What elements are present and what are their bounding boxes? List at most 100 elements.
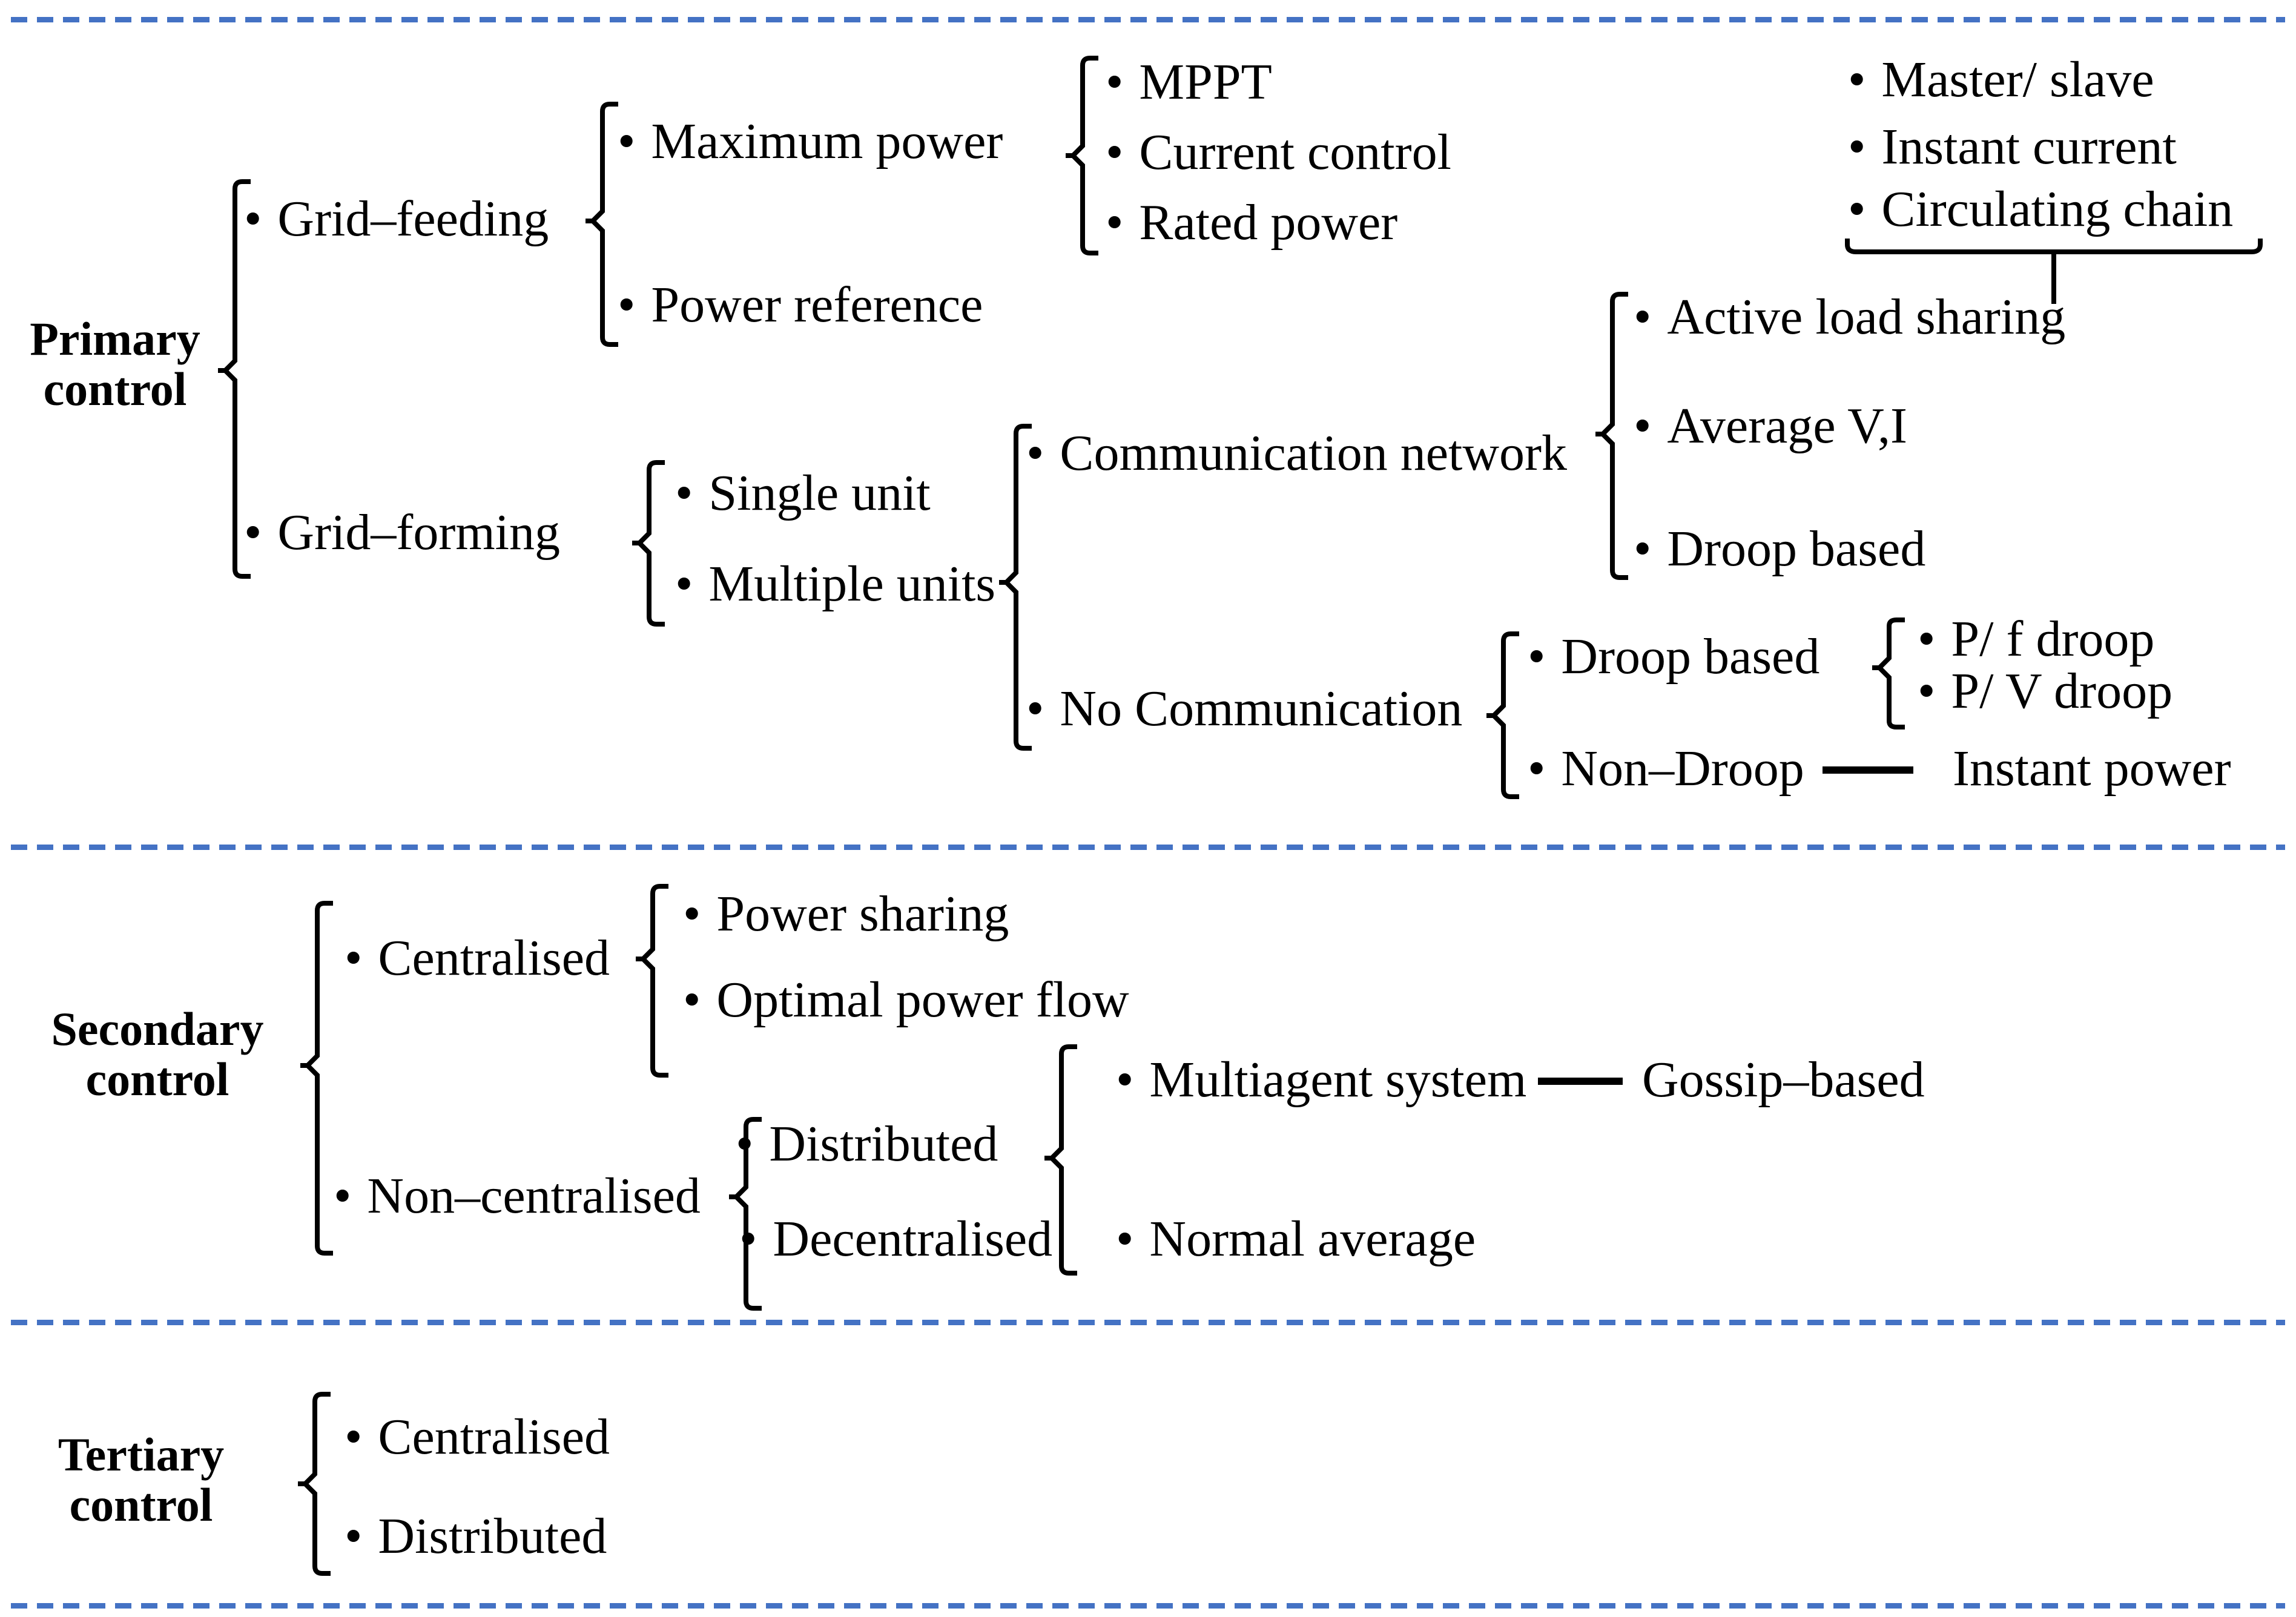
node-centralised-secondary-label: Centralised [378, 930, 610, 986]
node-single-unit-label: Single unit [708, 465, 931, 521]
node-maximum-power-label: Maximum power [651, 113, 1003, 170]
node-average-vi: • Average V,I [1634, 398, 1907, 454]
brace-multiple-units-children [999, 424, 1032, 751]
section-label-tertiary: Tertiary control [58, 1428, 225, 1532]
node-grid-forming-label: Grid–forming [277, 504, 561, 561]
brace-droop-based-children [1872, 617, 1905, 729]
node-instant-power-label: Instant power [1953, 740, 2231, 797]
node-rated-power-label: Rated power [1139, 194, 1398, 251]
node-non-droop-label: Non–Droop [1561, 740, 1804, 797]
section-label-primary: Primary control [30, 312, 200, 416]
bullet-icon: • [1106, 194, 1124, 251]
section-label-secondary: Secondary control [51, 1003, 264, 1106]
bullet-icon: • [618, 113, 636, 170]
node-optimal-power-flow-label: Optimal power flow [716, 972, 1129, 1028]
node-grid-forming: • Grid–forming [244, 506, 560, 559]
node-active-load-sharing-label: Active load sharing [1667, 289, 2066, 345]
bullet-icon: • [244, 191, 262, 247]
underbrace-communication-methods [1845, 239, 2263, 304]
node-centralised-tertiary: • Centralised [345, 1409, 610, 1465]
node-instant-current: • Instant current [1848, 120, 2177, 174]
node-multiple-units: •Multiple units [675, 556, 996, 612]
node-non-droop: •Non–Droop [1528, 742, 1804, 795]
node-mppt: •MPPT [1106, 54, 1272, 110]
node-multiple-units-label: Multiple units [708, 556, 996, 612]
node-non-centralised-label: Non–centralised [367, 1168, 701, 1224]
node-distributed-tertiary: • Distributed [345, 1508, 607, 1564]
bullet-icon: • [1918, 611, 1936, 667]
bullet-icon: • [345, 1508, 363, 1564]
node-no-communication: •No Communication [1026, 682, 1462, 736]
bullet-icon: • [1106, 54, 1124, 110]
node-droop-based-sharing-label: Droop based [1667, 521, 1926, 577]
brace-secondary-children [300, 901, 333, 1256]
bullet-icon: • [1634, 398, 1652, 454]
brace-grid-forming-children [632, 460, 665, 627]
brace-no-communication-children [1486, 631, 1519, 799]
node-communication-network: • Communication network [1026, 425, 1567, 481]
bullet-icon: • [1026, 425, 1044, 481]
brace-grid-feeding-children [586, 102, 618, 347]
node-centralised-secondary: • Centralised [345, 930, 610, 986]
node-normal-average-label: Normal average [1149, 1211, 1476, 1267]
node-decentralised-label: Decentralised [773, 1211, 1053, 1267]
brace-non-centralised-children [729, 1117, 762, 1311]
brace-centralised-children [636, 884, 668, 1078]
bullet-icon: • [244, 504, 262, 561]
node-droop-based-sharing: • Droop based [1634, 522, 1925, 576]
node-pv-droop: • P/ V droop [1918, 663, 2173, 719]
bullet-icon: • [1848, 51, 1866, 108]
brace-communication-network-children [1595, 292, 1628, 580]
bullet-icon: • [1848, 119, 1866, 175]
node-multiagent-system: • Multiagent system [1116, 1053, 1526, 1107]
node-centralised-tertiary-label: Centralised [378, 1409, 610, 1465]
node-droop-based-label: Droop based [1561, 628, 1820, 685]
node-instant-power: Instant power [1953, 742, 2231, 795]
node-current-control: • Current control [1106, 124, 1451, 180]
brace-primary-children [218, 179, 251, 579]
node-pv-droop-label: P/ V droop [1951, 663, 2173, 719]
node-distributed-secondary: • Distributed [736, 1116, 998, 1172]
node-droop-based: •Droop based [1528, 630, 1819, 683]
node-average-vi-label: Average V,I [1667, 398, 1907, 454]
node-gossip-based-label: Gossip–based [1642, 1052, 1925, 1108]
separator-dashed-secondary-tertiary [11, 1320, 2285, 1325]
node-active-load-sharing: • Active load sharing [1634, 289, 2066, 345]
node-circulating-chain-label: Circulating chain [1881, 181, 2234, 237]
node-power-reference: •Power reference [618, 278, 983, 332]
brace-maximum-power-children [1066, 56, 1098, 255]
bullet-icon: • [1116, 1211, 1134, 1267]
bullet-icon: • [1848, 181, 1866, 237]
node-communication-network-label: Communication network [1060, 425, 1567, 481]
bullet-icon: • [1634, 521, 1652, 577]
node-rated-power: • Rated power [1106, 196, 1397, 249]
bullet-icon: • [334, 1168, 352, 1224]
bullet-icon: • [739, 1211, 757, 1267]
node-distributed-tertiary-label: Distributed [378, 1508, 607, 1564]
node-distributed-secondary-label: Distributed [769, 1116, 998, 1172]
node-single-unit: •Single unit [675, 465, 931, 521]
separator-dashed-primary-secondary [11, 845, 2285, 850]
bullet-icon: • [736, 1116, 754, 1172]
node-power-sharing-label: Power sharing [716, 886, 1009, 942]
node-gossip-based: Gossip–based [1642, 1053, 1925, 1107]
bullet-icon: • [345, 1409, 363, 1465]
node-pf-droop-label: P/ f droop [1951, 611, 2155, 667]
node-instant-current-label: Instant current [1881, 119, 2177, 175]
node-grid-feeding-label: Grid–feeding [277, 191, 549, 247]
node-decentralised: • Decentralised [739, 1211, 1053, 1267]
bullet-icon: • [1116, 1052, 1134, 1108]
node-no-communication-label: No Communication [1060, 680, 1463, 737]
node-multiagent-system-label: Multiagent system [1149, 1052, 1527, 1108]
node-current-control-label: Current control [1139, 124, 1451, 180]
node-pf-droop: • P/ f droop [1918, 611, 2155, 667]
node-master-slave: •Master/ slave [1848, 53, 2154, 107]
brace-tertiary-children [298, 1392, 331, 1576]
bullet-icon: • [1918, 663, 1936, 719]
bullet-icon: • [618, 277, 636, 333]
bullet-icon: • [345, 930, 363, 986]
bullet-icon: • [1634, 289, 1652, 345]
node-grid-feeding: • Grid–feeding [244, 191, 549, 247]
bullet-icon: • [1106, 124, 1124, 180]
